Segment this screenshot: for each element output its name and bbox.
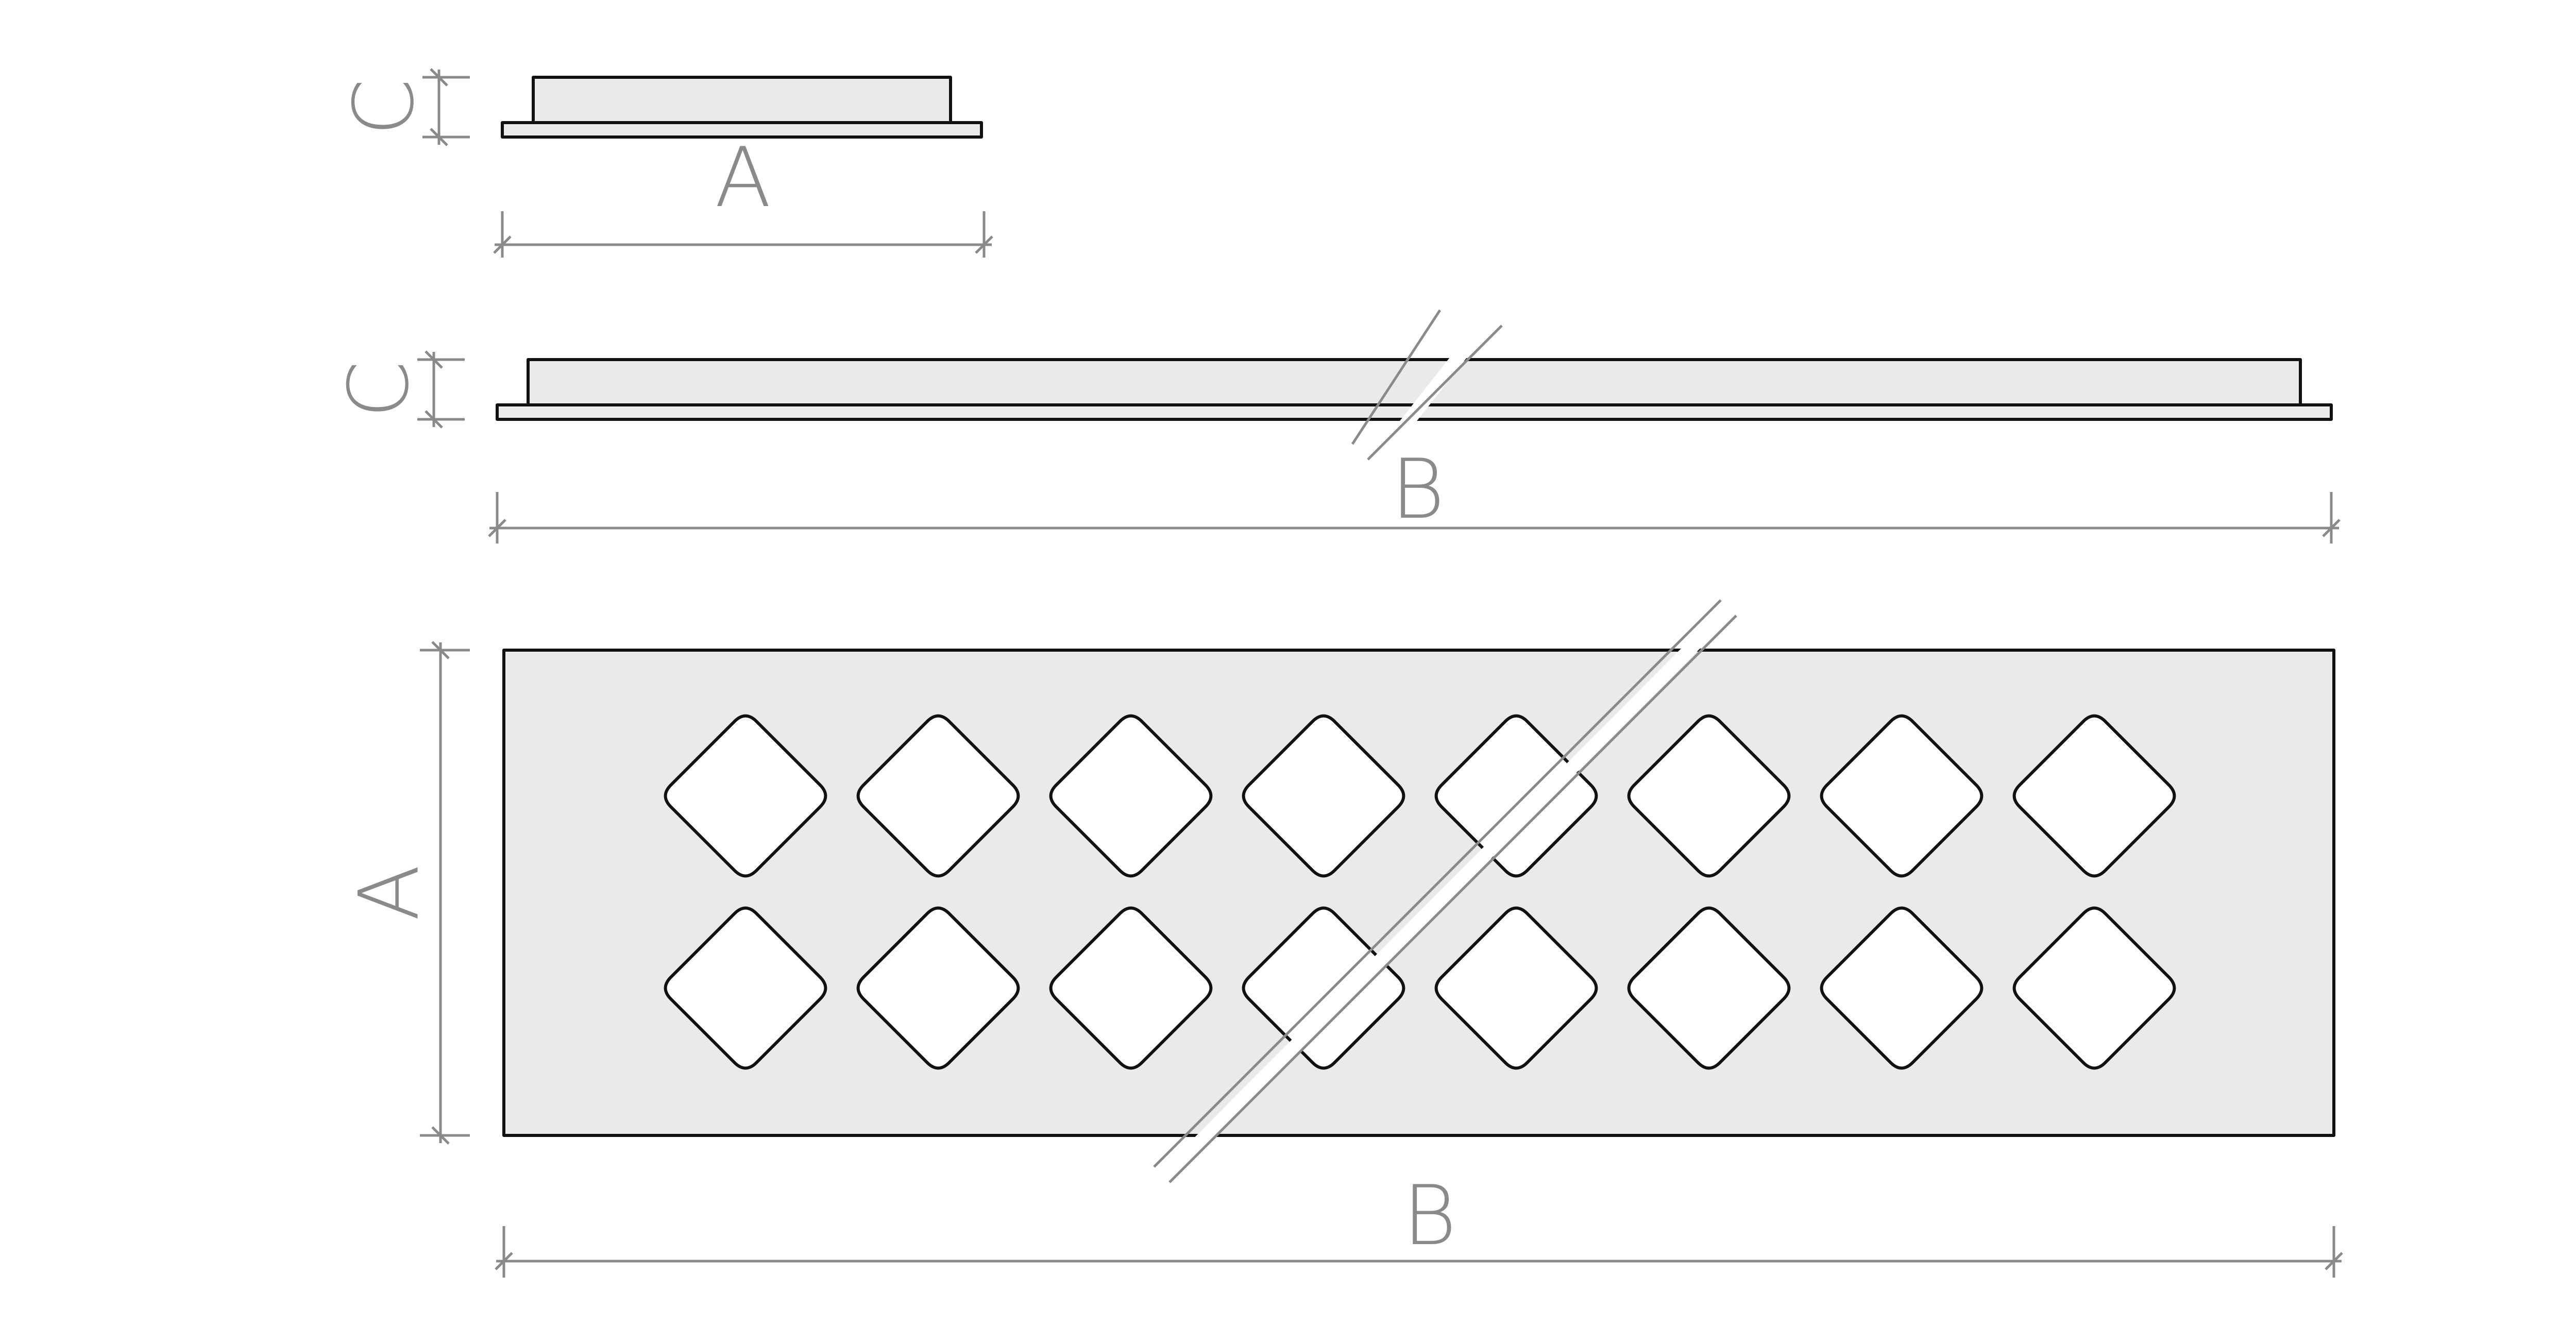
diamond-cutout	[856, 906, 1020, 1070]
side-view-length-label: B	[1391, 441, 1445, 537]
side-view: C B	[331, 309, 2341, 543]
top-view-width-label: A	[341, 864, 437, 921]
diamond-cutout	[1434, 714, 1598, 878]
end-view-width-dimension: A	[493, 129, 993, 258]
diamond-cutout	[664, 906, 827, 1070]
diamond-cutout	[1820, 714, 1984, 878]
diamond-cutout	[664, 714, 827, 878]
diamond-cutout	[1627, 714, 1791, 878]
diamond-cutout	[2012, 714, 2176, 878]
side-view-height-dimension: C	[331, 350, 465, 429]
end-view-base	[501, 121, 983, 139]
side-view-body	[527, 358, 2302, 406]
diamond-cutout	[1627, 906, 1791, 1070]
top-view-break-mark	[1153, 599, 1737, 1183]
diamond-cutout	[1049, 906, 1213, 1070]
top-view-length-label: B	[1403, 1167, 1457, 1264]
top-view-width-dimension: A	[341, 641, 470, 1145]
diamond-cutout	[1820, 906, 1984, 1070]
end-view-height-dimension: C	[336, 68, 470, 146]
diamond-cutout	[1242, 906, 1405, 1070]
diamond-cutout	[1434, 906, 1598, 1070]
diamond-cutout	[1242, 714, 1405, 878]
diamond-cutout	[1049, 714, 1213, 878]
end-view-width-label: A	[715, 129, 771, 226]
diamond-cutout	[2012, 906, 2176, 1070]
end-view: C A	[336, 68, 993, 258]
side-view-break-mark	[1351, 309, 1503, 461]
side-view-length-dimension: B	[488, 441, 2341, 543]
end-view-height-label: C	[336, 78, 432, 136]
top-view-panel	[502, 649, 2335, 1137]
diamond-cutout	[856, 714, 1020, 878]
cutout-grid	[664, 714, 2176, 1070]
end-view-body	[532, 76, 952, 124]
top-view: A B	[341, 599, 2343, 1278]
top-view-length-dimension: B	[495, 1167, 2343, 1278]
side-view-height-label: C	[331, 361, 427, 418]
